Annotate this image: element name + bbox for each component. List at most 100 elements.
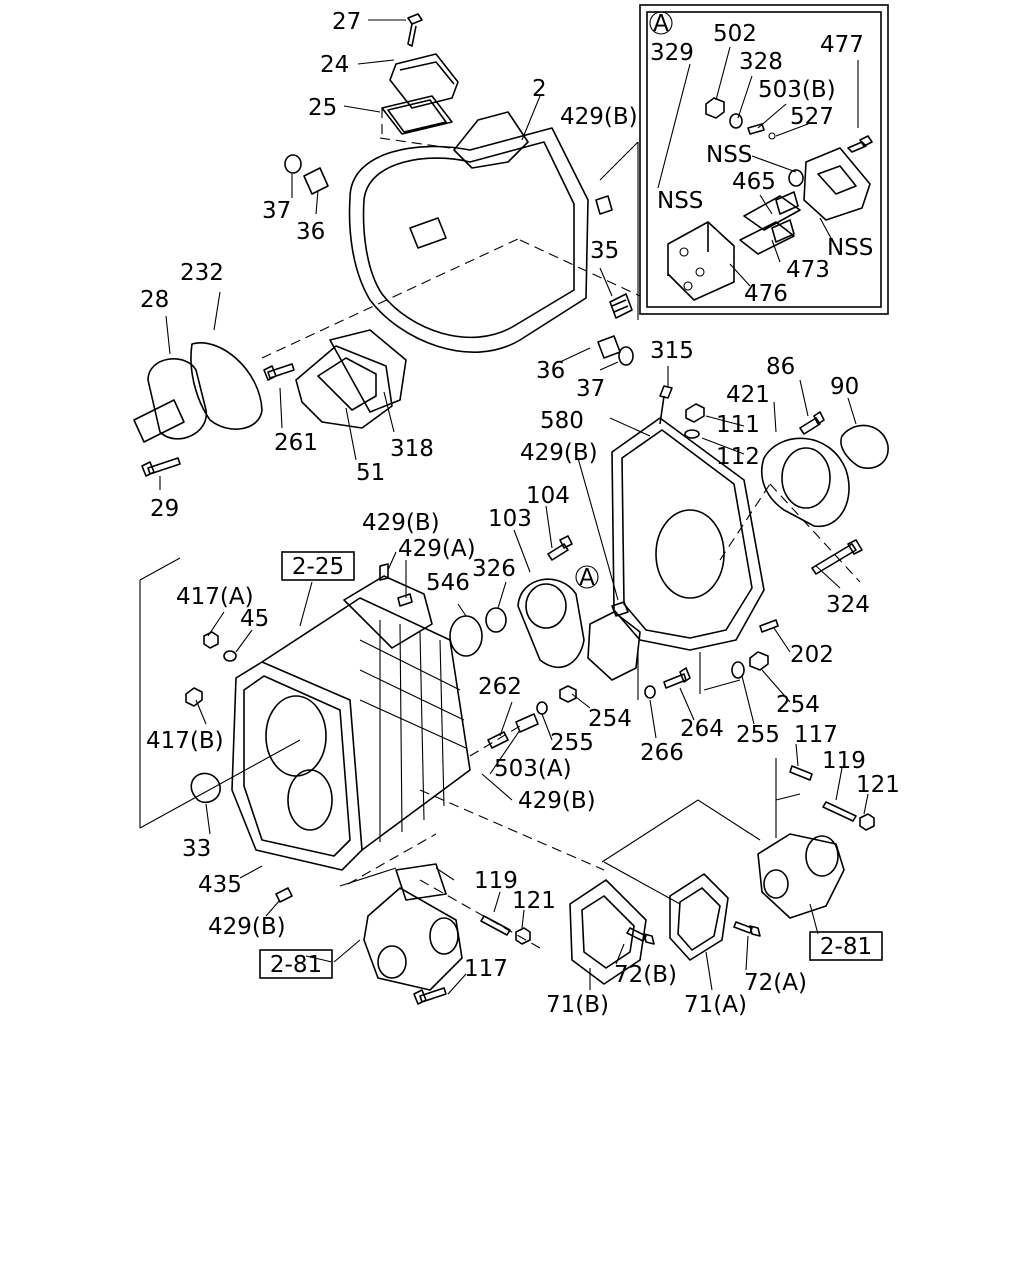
rear-housing-580-inner	[621, 429, 753, 639]
callout-326: 326	[472, 556, 516, 582]
inset-marker: A	[653, 11, 669, 37]
cover-71a-drawing	[669, 873, 729, 961]
callout-527: 527	[790, 104, 834, 130]
gasket-25-drawing	[381, 95, 453, 135]
bolt-104-drawing	[547, 535, 573, 561]
marker-a-circle	[575, 565, 599, 589]
callout-labels: 27 24 25 2 429(B) 37 36 35 232 28 36 37 …	[140, 9, 900, 1018]
bolt-72b-drawing	[626, 927, 655, 945]
main-case-ribs	[359, 620, 467, 842]
bottom-section-group	[305, 743, 875, 1005]
callout-117-low: 117	[464, 956, 508, 982]
main-case-bore-lower	[287, 769, 333, 831]
leader-lines-bottom	[305, 743, 869, 995]
front-face-435-drawing	[231, 661, 363, 871]
plug-37-mid-drawing	[618, 346, 634, 366]
dowel-503b-drawing	[747, 123, 765, 135]
nut-121-low-drawing	[515, 927, 531, 945]
callout-27: 27	[332, 9, 361, 35]
plug-502-drawing	[705, 97, 725, 119]
nss-label-left: NSS	[657, 188, 703, 214]
bolt-417b-drawing	[185, 687, 203, 707]
case-bracket-line	[139, 557, 301, 829]
gasket-318-drawing	[329, 329, 407, 413]
callout-255-right: 255	[736, 722, 780, 748]
bolt-86-drawing	[799, 411, 825, 435]
callout-328: 328	[739, 49, 783, 75]
callout-71a: 71(A)	[684, 992, 747, 1018]
callout-264: 264	[680, 716, 724, 742]
seal-inset-drawing	[788, 169, 804, 187]
seal-33-drawing	[190, 772, 221, 804]
bolt-27-drawing	[407, 13, 423, 47]
callout-429b-left: 429(B)	[362, 510, 440, 536]
leader-lines-case	[195, 505, 591, 917]
bolt-477-drawing	[847, 135, 873, 153]
retainer-421-drawing	[761, 437, 850, 528]
callout-476: 476	[744, 281, 788, 307]
bolt-72a-drawing	[733, 921, 761, 937]
callout-111: 111	[716, 412, 760, 438]
callout-254-right: 254	[776, 692, 820, 718]
plug-37-top-drawing	[284, 154, 302, 174]
callout-429a: 429(A)	[398, 536, 476, 562]
callout-255-left: 255	[550, 730, 594, 756]
callout-324: 324	[826, 592, 870, 618]
callout-104: 104	[526, 483, 570, 509]
assembly-dashed-lines-top	[261, 108, 641, 359]
callout-28: 28	[140, 287, 169, 313]
nss-label-top: NSS	[706, 142, 752, 168]
callout-121-right: 121	[856, 772, 900, 798]
callout-90: 90	[830, 374, 859, 400]
bolt-117-right-drawing	[789, 765, 813, 781]
inset-outer-frame	[639, 4, 889, 315]
callout-33: 33	[182, 836, 211, 862]
dowel-262-drawing	[487, 731, 509, 749]
bolt-417a-drawing	[203, 631, 219, 649]
callout-119-low: 119	[474, 868, 518, 894]
cover-51-drawing	[295, 345, 393, 429]
ref-2-25[interactable]: 2-25	[292, 554, 344, 580]
pto-left-top	[395, 863, 447, 901]
callout-254-left: 254	[588, 706, 632, 732]
callout-232: 232	[180, 260, 224, 286]
gear-shaft-465-473-drawing	[739, 191, 801, 255]
housing-top-boss	[453, 111, 529, 169]
pump-cover-a-drawing	[587, 611, 641, 681]
callout-51: 51	[356, 460, 385, 486]
callout-503b: 503(B)	[758, 77, 836, 103]
dowel-429b-top-drawing	[595, 195, 613, 215]
spring-35-drawing	[609, 293, 633, 319]
pump-body-476-drawing	[667, 221, 735, 301]
dowel-guide-line	[599, 141, 639, 320]
callout-546: 546	[426, 570, 470, 596]
retainer-421-bore	[781, 447, 831, 509]
callout-103: 103	[488, 506, 532, 532]
cover-plate-inset-drawing	[803, 147, 871, 221]
inset-detail-a: A 329 502 328 503(B) 527 477 NSS 465 NSS…	[639, 4, 889, 315]
ring-266-drawing	[644, 685, 656, 699]
callout-202: 202	[790, 642, 834, 668]
pto-left-output	[377, 945, 407, 979]
callout-318: 318	[390, 436, 434, 462]
rear-housing-580-drawing	[611, 417, 765, 651]
callout-262: 262	[478, 674, 522, 700]
callout-71b: 71(B)	[546, 992, 609, 1018]
stud-119-right-drawing	[822, 801, 857, 822]
bearing-326-drawing	[485, 607, 507, 633]
main-case-group	[139, 505, 761, 917]
pto-right-input	[805, 835, 839, 877]
ref-2-81-right[interactable]: 2-81	[820, 934, 872, 960]
callout-429b-top: 429(B)	[560, 104, 638, 130]
callout-429b-mid: 429(B)	[520, 440, 598, 466]
seal-90-drawing	[840, 424, 889, 470]
pump-hole-1	[679, 247, 689, 257]
callout-477: 477	[820, 32, 864, 58]
callout-117-right: 117	[794, 722, 838, 748]
ring-255-left-drawing	[536, 701, 548, 715]
clutch-housing-group	[133, 13, 641, 490]
ref-2-81-left[interactable]: 2-81	[270, 952, 322, 978]
flange-28-drawing	[147, 358, 207, 440]
housing-inner-tube	[409, 217, 447, 249]
callout-35: 35	[590, 238, 619, 264]
